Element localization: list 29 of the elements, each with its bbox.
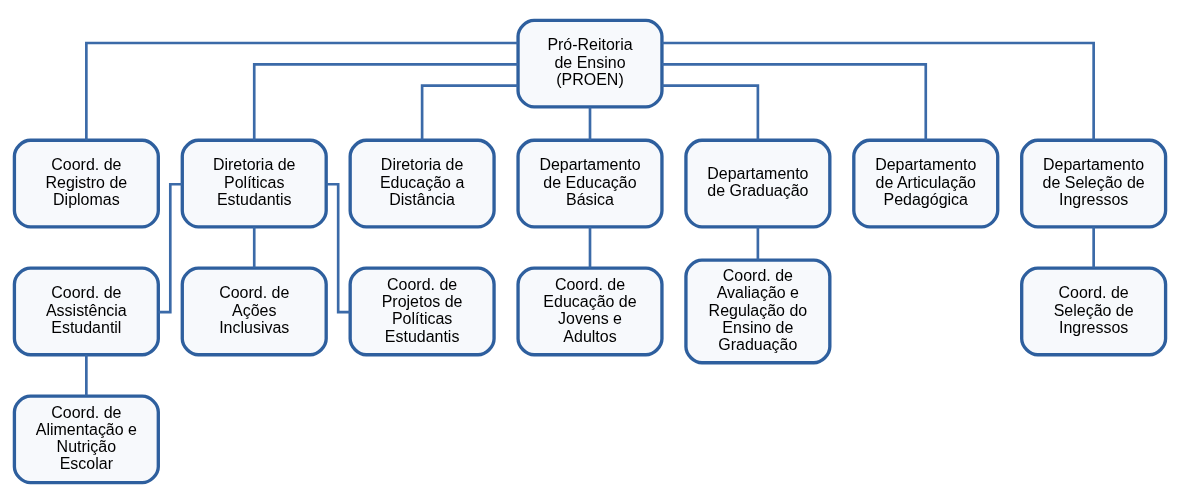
connector: [252, 62, 518, 141]
node-box: Coord. de Ações Inclusivas: [180, 266, 328, 357]
connector: [158, 182, 182, 314]
connector: [1092, 226, 1095, 268]
node-box: Coord. de Alimentação e Nutrição Escolar: [12, 394, 160, 485]
node-box: Coord. de Seleção de Ingressos: [1020, 266, 1168, 357]
node-box: Departamento de Articulação Pedagógica: [852, 138, 1000, 229]
node-box: Coord. de Assistência Estudantil: [12, 266, 160, 357]
connector: [252, 226, 256, 268]
connector: [326, 182, 350, 314]
connector: [662, 41, 1095, 141]
connector: [588, 226, 592, 268]
connector: [662, 62, 928, 141]
node-box: Departamento de Seleção de Ingressos: [1020, 138, 1168, 229]
node-box: Departamento de Educação Básica: [516, 138, 664, 229]
node-box: Diretoria de Educação a Distância: [348, 138, 496, 229]
node-box: Pró-Reitoria de Ensino (PROEN): [516, 18, 664, 109]
node-box: Coord. de Avaliação e Regulação do Ensino de Graduação: [684, 258, 832, 365]
node-box: Departamento de Graduação: [684, 138, 832, 229]
connector: [588, 107, 592, 141]
connector: [662, 84, 760, 140]
connector: [85, 41, 518, 141]
node-box: Coord. de Projetos de Políticas Estudantis: [348, 266, 496, 357]
connector: [85, 354, 88, 396]
node-box: Diretoria de Políticas Estudantis: [180, 138, 328, 229]
node-box: Coord. de Educação de Jovens e Adultos: [516, 266, 664, 357]
connector: [420, 84, 518, 140]
node-box: Coord. de Registro de Diplomas: [12, 138, 160, 229]
connector: [756, 226, 760, 260]
